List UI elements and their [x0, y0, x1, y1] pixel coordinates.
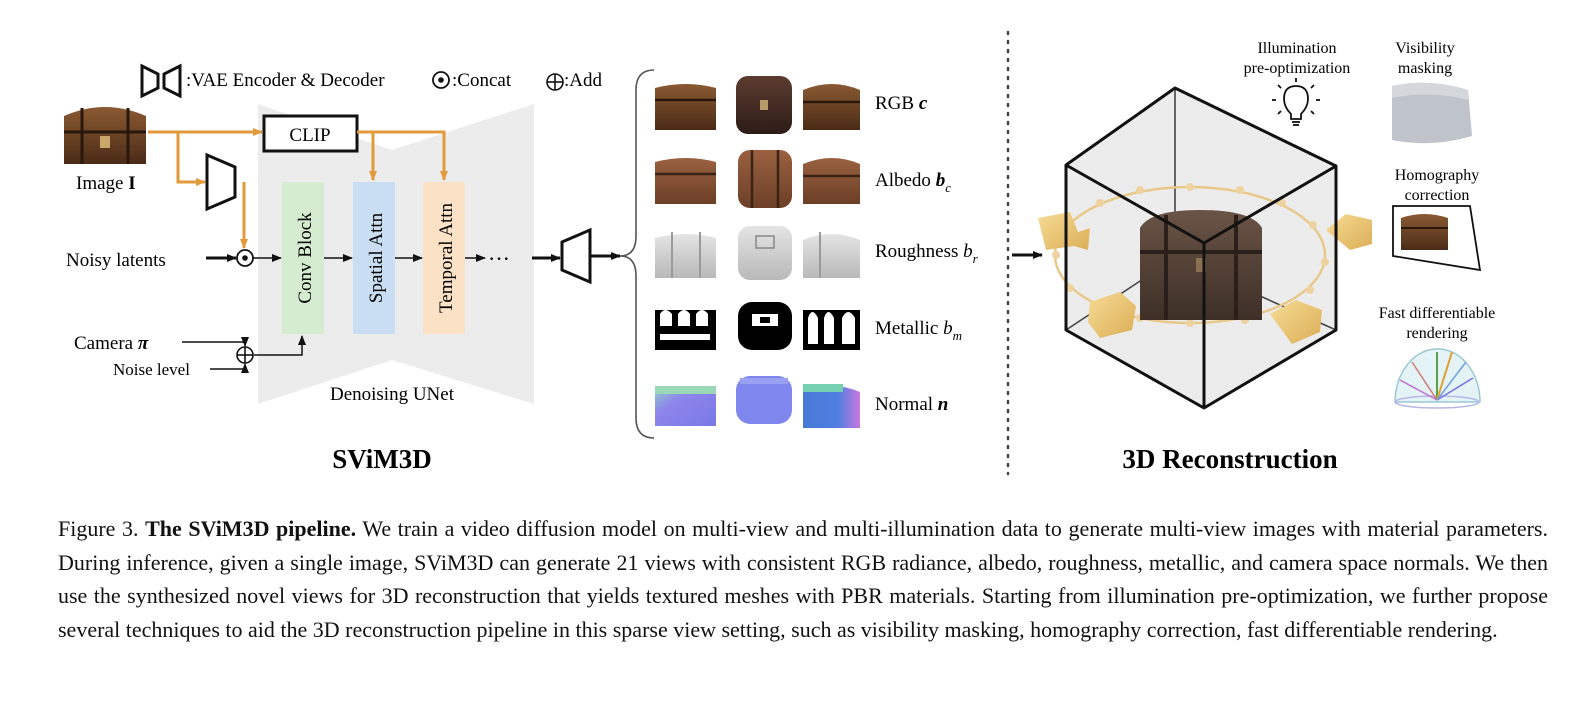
- output-label-metallic: Metallic bm: [875, 318, 962, 343]
- spatial-attn-label: Spatial Attn: [366, 212, 387, 303]
- section-title-svim3d: SViM3D: [332, 444, 432, 474]
- caption-title: The SViM3D pipeline.: [145, 516, 357, 541]
- unet-label: Denoising UNet: [330, 384, 455, 405]
- clip-box: [262, 114, 359, 153]
- figure-caption: Figure 3. The SViM3D pipeline. We train …: [58, 512, 1548, 646]
- svg-text:rendering: rendering: [1406, 325, 1467, 342]
- svg-text:Homography: Homography: [1395, 167, 1479, 184]
- svg-text:Visibility: Visibility: [1395, 40, 1455, 57]
- output-label-roughness: Roughness br: [875, 241, 979, 266]
- image-label: Image I: [76, 173, 136, 194]
- temporal-attn-block: [423, 182, 465, 334]
- legend-concat-text: :Concat: [452, 70, 512, 91]
- spatial-attn-block: [353, 182, 395, 334]
- svg-text:masking: masking: [1398, 60, 1452, 77]
- image-encoder-icon: [205, 152, 237, 212]
- technique-fast-rendering: Fast differentiable rendering: [1379, 305, 1496, 409]
- input-image: [64, 107, 146, 164]
- legend-add-text: :Add: [564, 70, 603, 91]
- albedo-row-views: [655, 150, 860, 208]
- add-icon: [546, 73, 564, 91]
- output-label-normal: Normal n: [875, 394, 948, 415]
- section-title-recon: 3D Reconstruction: [1122, 444, 1337, 474]
- technique-illumination: Illumination pre-optimization: [1244, 40, 1351, 126]
- add-node: [236, 346, 254, 364]
- vae-icon: [140, 63, 182, 99]
- camera-label: Camera π: [74, 333, 149, 354]
- temporal-attn-label: Temporal Attn: [436, 202, 457, 313]
- caption-body: We train a video diffusion model on mult…: [58, 516, 1548, 642]
- technique-visibility: Visibility masking: [1392, 40, 1472, 144]
- noise-level-label: Noise level: [113, 360, 190, 379]
- legend: :VAE Encoder & Decoder :Concat :Add: [140, 63, 603, 99]
- metallic-row-views: [655, 302, 860, 350]
- svg-text:Fast differentiable: Fast differentiable: [1379, 305, 1496, 322]
- technique-homography: Homography correction: [1392, 167, 1482, 272]
- svg-text:correction: correction: [1405, 187, 1470, 204]
- ellipsis: ···: [488, 246, 510, 271]
- clip-label: CLIP: [289, 125, 330, 146]
- svg-text:Illumination: Illumination: [1257, 40, 1336, 57]
- output-grid: [655, 76, 860, 428]
- output-label-rgb: RGB c: [875, 93, 928, 114]
- svg-text:pre-optimization: pre-optimization: [1244, 60, 1351, 77]
- output-brace: [619, 69, 655, 439]
- output-label-albedo: Albedo bc: [875, 170, 951, 195]
- reconstructed-chest: [1140, 210, 1262, 320]
- conditioning-arrows: [148, 128, 448, 249]
- reconstruction-scene: [1038, 86, 1372, 410]
- caption-label: Figure 3.: [58, 516, 146, 541]
- output-labels: RGB c Albedo bc Roughness br Metallic bm…: [875, 93, 979, 415]
- normal-row-views: [655, 376, 860, 428]
- conv-block: [282, 182, 324, 334]
- lightbulb-icon: [1272, 78, 1320, 126]
- hemisphere-icon: [1394, 348, 1481, 409]
- decoder-icon: [560, 227, 592, 285]
- rgb-row-views: [655, 76, 860, 134]
- legend-vae-text: :VAE Encoder & Decoder: [186, 70, 385, 91]
- roughness-row-views: [655, 226, 860, 280]
- camera-noise-arrows: [182, 335, 306, 373]
- noisy-latents-label: Noisy latents: [66, 250, 166, 271]
- conv-block-label: Conv Block: [295, 212, 316, 304]
- pipeline-figure: :VAE Encoder & Decoder :Concat :Add Imag…: [64, 30, 1496, 476]
- concat-node: [236, 249, 254, 267]
- visibility-mask-image: [1392, 82, 1472, 144]
